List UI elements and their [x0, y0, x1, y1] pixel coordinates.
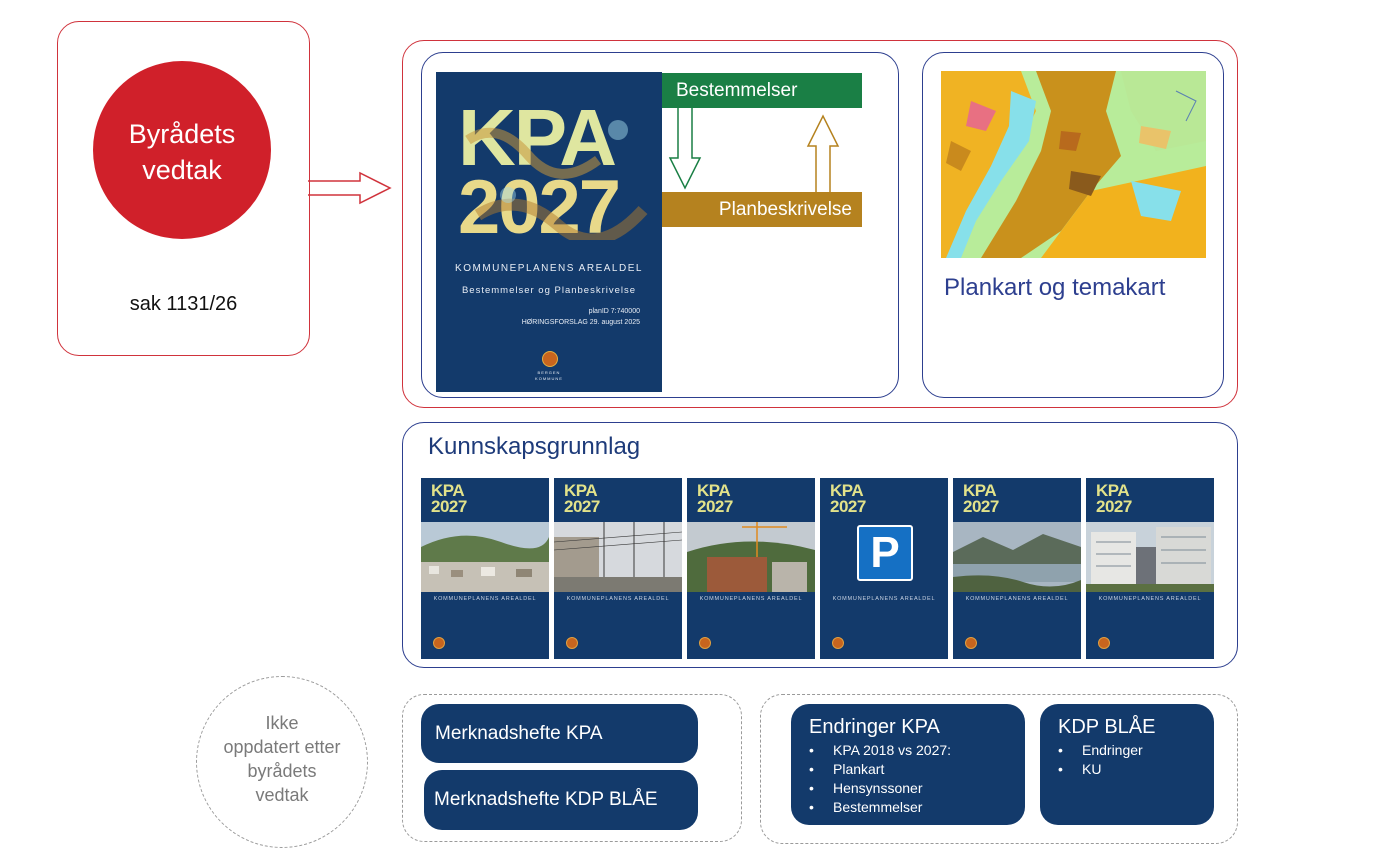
plan-documents-box [421, 52, 899, 398]
mini-year-label: 2027 [963, 497, 999, 516]
bestemmelser-label: Bestemmelser [676, 80, 798, 101]
cover-hearing-date: HØRINGSFORSLAG 29. august 2025 [521, 319, 640, 326]
planbeskrivelse-bar[interactable]: Planbeskrivelse [662, 192, 862, 227]
planbeskrivelse-label: Planbeskrivelse [718, 199, 852, 220]
buildings-photo-icon [1086, 522, 1214, 592]
decision-circle-line2: vedtak [142, 155, 222, 185]
main-cover[interactable]: KPA 2027 KOMMUNEPLANENS AREALDEL Bestemm… [436, 72, 662, 392]
not-updated-line2: oppdatert etter [223, 737, 341, 757]
mini-subtitle: KOMMUNEPLANENS AREALDEL [832, 596, 936, 602]
case-number: sak 1131/26 [129, 293, 238, 315]
arrow-up-icon [806, 114, 840, 192]
endringer-kpa-title: Endringer KPA [809, 716, 940, 738]
not-updated-line4: vedtak [255, 785, 309, 805]
mini-kpa-label: KPA [564, 481, 598, 500]
merknadshefte-kpa-label: Merknadshefte KPA [435, 723, 603, 744]
bergen-seal-icon [832, 637, 844, 649]
mini-kpa-label: KPA [1096, 481, 1130, 500]
kdp-item: Endringer [1058, 741, 1214, 760]
mini-year-label: 2027 [697, 497, 733, 516]
fjord-photo-icon [953, 522, 1081, 592]
mini-year-label: 2027 [830, 497, 866, 516]
merknad-group [402, 694, 742, 842]
bergen-seal-icon [433, 637, 445, 649]
rail-photo-icon [554, 522, 682, 592]
mini-year-label: 2027 [564, 497, 600, 516]
mini-kpa-label: KPA [963, 481, 997, 500]
map-box [922, 52, 1224, 398]
mini-kpa-label: KPA [830, 481, 864, 500]
mini-subtitle: KOMMUNEPLANENS AREALDEL [699, 596, 803, 602]
merknadshefte-kpa-button[interactable]: Merknadshefte KPA [421, 704, 698, 763]
bestemmelser-bar[interactable]: Bestemmelser [662, 73, 862, 108]
kdp-item: KU [1058, 760, 1214, 779]
knowledge-box [402, 422, 1238, 668]
mini-subtitle: KOMMUNEPLANENS AREALDEL [1098, 596, 1202, 602]
bergen-seal-icon [542, 351, 558, 367]
bergen-seal-icon [1098, 637, 1110, 649]
mini-subtitle: KOMMUNEPLANENS AREALDEL [965, 596, 1069, 602]
cover-map-texture [465, 120, 648, 240]
bergen-seal-icon [965, 637, 977, 649]
seal-text-2: KOMMUNE [535, 376, 563, 381]
mini-kpa-label: KPA [697, 481, 731, 500]
parking-sign-icon: P [857, 525, 913, 581]
city-photo-icon [421, 522, 549, 592]
not-updated-line3: byrådets [247, 761, 317, 781]
decision-circle: Byrådets vedtak [93, 61, 271, 239]
map-caption: Plankart og temakart [944, 274, 1166, 301]
plan-map-image[interactable] [941, 71, 1206, 258]
changes-group [760, 694, 1238, 844]
seal-text-1: BERGEN [537, 370, 561, 375]
endringer-item: KPA 2018 vs 2027: [809, 741, 1025, 760]
endringer-kpa-card[interactable]: Endringer KPA KPA 2018 vs 2027: Plankart… [791, 704, 1025, 825]
not-updated-circle: Ikke oppdatert etter byrådets vedtak [196, 676, 368, 848]
parking-letter: P [870, 528, 900, 577]
kdp-blae-title: KDP BLÅE [1058, 716, 1156, 738]
adopted-documents-box [402, 40, 1238, 408]
cover-heading: KOMMUNEPLANENS AREALDEL [455, 263, 643, 274]
kdp-blae-card[interactable]: KDP BLÅE Endringer KU [1040, 704, 1214, 825]
cover-subtitle: Bestemmelser og Planbeskrivelse [461, 285, 637, 296]
decision-circle-line1: Byrådets [128, 119, 236, 149]
decision-box [57, 21, 310, 356]
arrow-right-icon [308, 171, 392, 205]
mini-kpa-label: KPA [431, 481, 465, 500]
merknadshefte-kdp-label: Merknadshefte KDP BLÅE [434, 789, 658, 810]
endringer-item: Hensynssoner [809, 779, 1025, 798]
endringer-item: Plankart [809, 760, 1025, 779]
bergen-seal-icon [699, 637, 711, 649]
mini-year-label: 2027 [1096, 497, 1132, 516]
construction-photo-icon [687, 522, 815, 592]
bergen-seal-icon [566, 637, 578, 649]
arrow-down-icon [668, 108, 702, 190]
mini-year-label: 2027 [431, 497, 467, 516]
knowledge-title: Kunnskapsgrunnlag [428, 433, 641, 460]
not-updated-line1: Ikke [265, 713, 299, 733]
merknadshefte-kdp-button[interactable]: Merknadshefte KDP BLÅE [424, 770, 698, 830]
cover-plan-id: planID 7:740000 [588, 308, 640, 315]
mini-subtitle: KOMMUNEPLANENS AREALDEL [433, 596, 537, 602]
endringer-item: Bestemmelser [809, 798, 1025, 817]
mini-subtitle: KOMMUNEPLANENS AREALDEL [566, 596, 670, 602]
